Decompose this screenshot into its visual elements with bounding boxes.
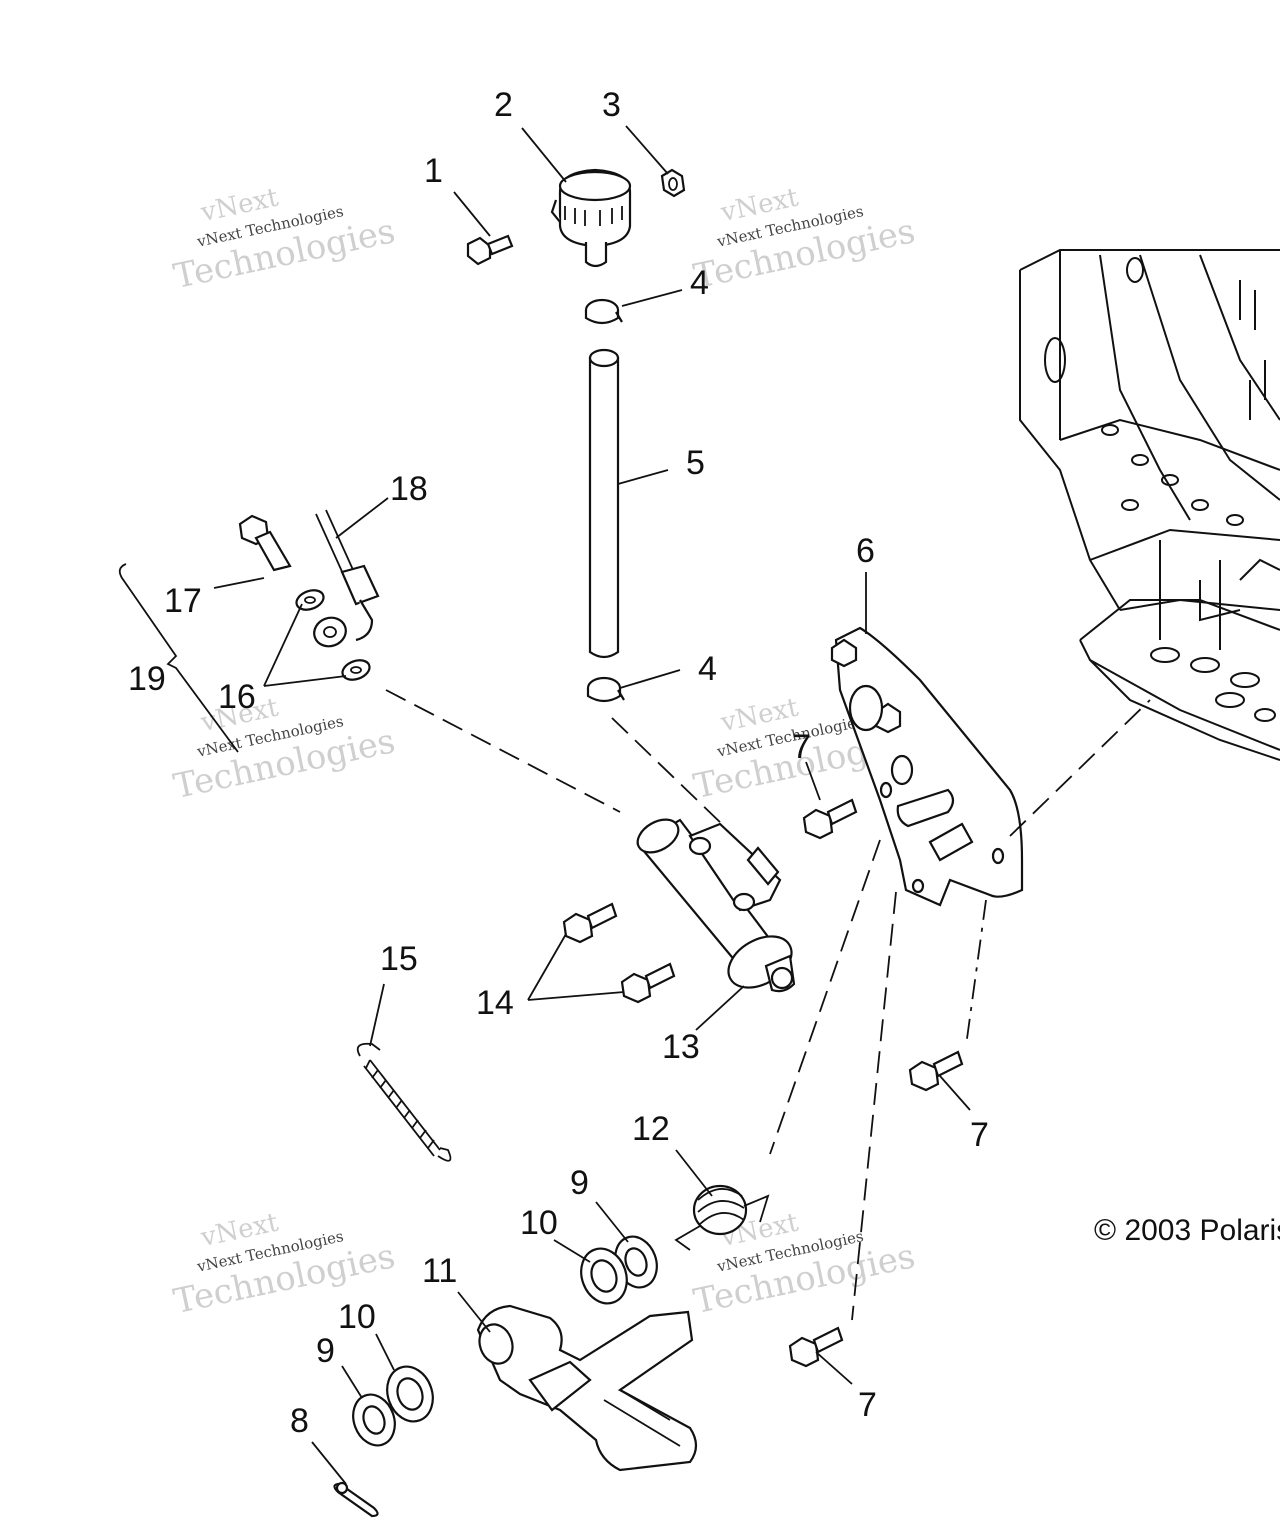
part-3-nut: [660, 168, 686, 198]
callout-4: 4: [690, 264, 709, 302]
watermark: vNext vNext Technologies Technologies: [170, 692, 398, 807]
callout-9: 9: [570, 1164, 589, 1202]
leader-lines: [213, 125, 971, 1485]
callout-9: 9: [316, 1332, 335, 1370]
part-19-kit-bracket: [118, 563, 239, 753]
callout-4: 4: [698, 650, 717, 688]
part-14-bolt: [620, 962, 676, 1004]
part-4-hose-clamp-upper: [584, 298, 623, 325]
part-16-washer: [295, 589, 325, 611]
callout-7: 7: [970, 1116, 989, 1154]
part-12-torsion-spring: [674, 1184, 770, 1251]
callout-16: 16: [218, 678, 256, 716]
callout-labels: 1 2 3 4 5 6 4 7 18 17 19 16 14 13 15 12 …: [128, 86, 989, 1440]
callout-18: 18: [390, 470, 428, 508]
callout-7: 7: [792, 728, 811, 766]
callout-14: 14: [476, 984, 514, 1022]
part-7-bolt: [802, 798, 858, 840]
callout-13: 13: [662, 1028, 700, 1066]
part-10-bushing: [386, 1365, 434, 1423]
part-4-hose-clamp-lower: [586, 676, 625, 703]
callout-11: 11: [422, 1252, 457, 1290]
callout-8: 8: [290, 1402, 309, 1440]
part-1-bolt: [466, 234, 514, 266]
callout-17: 17: [164, 582, 202, 620]
part-8-cotter-pin: [333, 1481, 379, 1518]
part-7-bolt: [908, 1050, 964, 1092]
callout-6: 6: [856, 532, 875, 570]
callout-3: 3: [602, 86, 621, 124]
callout-1: 1: [424, 152, 443, 190]
part-6-bracket: [830, 626, 1024, 907]
part-7-bolt: [788, 1326, 844, 1368]
part-16-washer: [341, 659, 371, 681]
callout-5: 5: [686, 444, 705, 482]
part-15-spring: [356, 1042, 452, 1162]
part-9-washer: [352, 1393, 396, 1447]
callout-15: 15: [380, 940, 418, 978]
vehicle-frame-illustration: [1019, 249, 1280, 761]
callout-2: 2: [494, 86, 513, 124]
part-14-bolt: [562, 902, 618, 944]
part-5-hose: [588, 348, 620, 659]
callout-12: 12: [632, 1110, 670, 1148]
callout-10: 10: [520, 1204, 558, 1242]
part-11-brake-pedal: [476, 1304, 698, 1472]
watermark: vNext vNext Technologies Technologies: [690, 182, 918, 297]
part-2-reservoir-cap: [550, 168, 632, 268]
part-10-bushing: [580, 1247, 628, 1305]
callout-10: 10: [338, 1298, 376, 1336]
part-13-master-cylinder: [636, 818, 796, 993]
assembly-lines: [385, 689, 1151, 1321]
callout-19: 19: [128, 660, 166, 698]
callout-7: 7: [858, 1386, 877, 1424]
watermark: vNext vNext Technologies Technologies: [170, 182, 398, 297]
copyright-text: © 2003 Polaris: [1094, 1214, 1280, 1247]
part-17-banjo-bolt: [238, 514, 292, 572]
part-18-brake-line: [313, 509, 380, 648]
